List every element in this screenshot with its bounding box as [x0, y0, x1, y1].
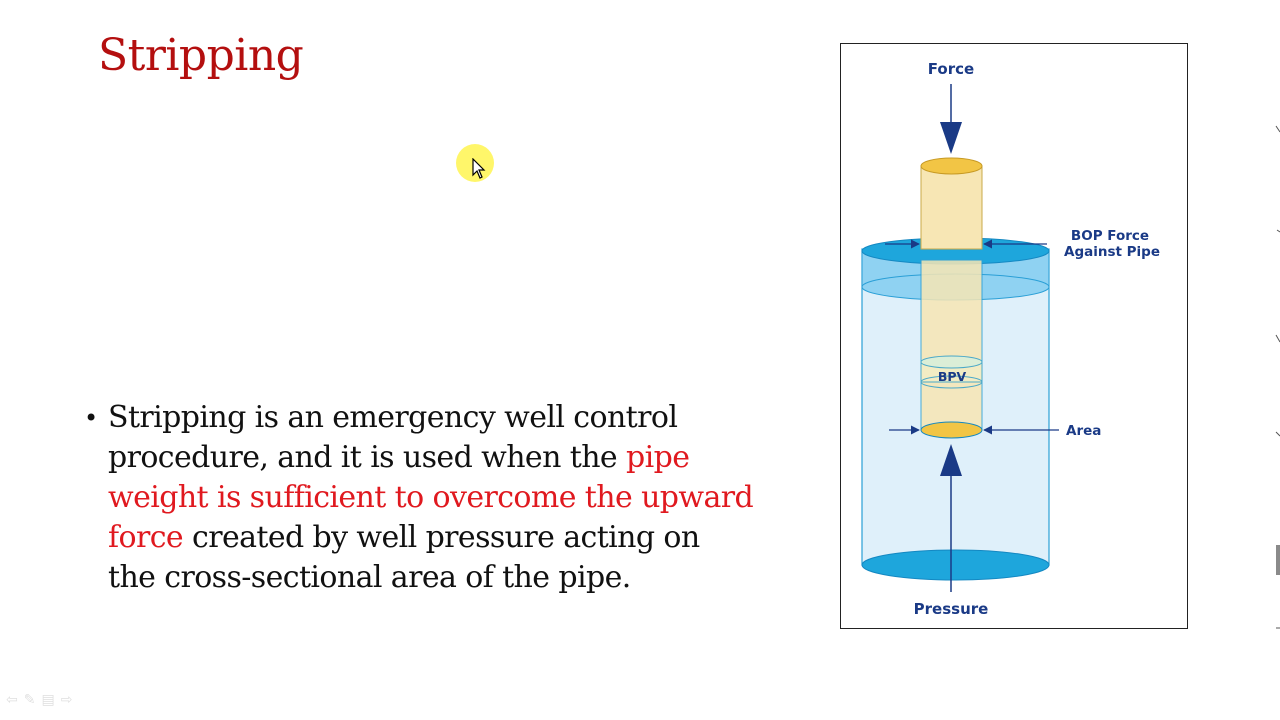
area-label: Area [1066, 423, 1101, 439]
force-label: Force [928, 60, 974, 78]
bullet-text-highlight: pipe weight is sufficient to overcome th… [108, 440, 754, 555]
pressure-label: Pressure [914, 600, 989, 618]
previous-icon[interactable]: ⇦ [6, 692, 18, 708]
mouse-pointer-icon [472, 157, 486, 184]
bullet-text: Stripping is an emergency well control p… [108, 398, 754, 598]
slide-title: Stripping [98, 30, 304, 81]
pipe [920, 157, 983, 439]
bullet-text-part2: created by well pressure acting on the c… [108, 520, 700, 595]
bop-force-label-line2: Against Pipe [1064, 244, 1160, 260]
pressure-arrow [940, 444, 962, 592]
bop-force-label-line1: BOP Force [1071, 228, 1149, 244]
bullet-icon: • [84, 404, 98, 432]
force-arrow [940, 84, 962, 154]
next-slide-edge [1275, 125, 1280, 629]
bpv-label: BPV [938, 369, 967, 384]
stripping-diagram: Force BOP Force Against Pipe BPV Area Pr… [840, 43, 1188, 629]
slide-navigation: ⇦ ✎ ▤ ⇨ [6, 692, 72, 708]
menu-icon[interactable]: ▤ [41, 692, 55, 708]
next-icon[interactable]: ⇨ [60, 692, 73, 708]
bullet-point: • Stripping is an emergency well control… [84, 398, 754, 598]
bullet-text-part1: Stripping is an emergency well control p… [108, 400, 678, 475]
pen-icon[interactable]: ✎ [23, 692, 36, 708]
